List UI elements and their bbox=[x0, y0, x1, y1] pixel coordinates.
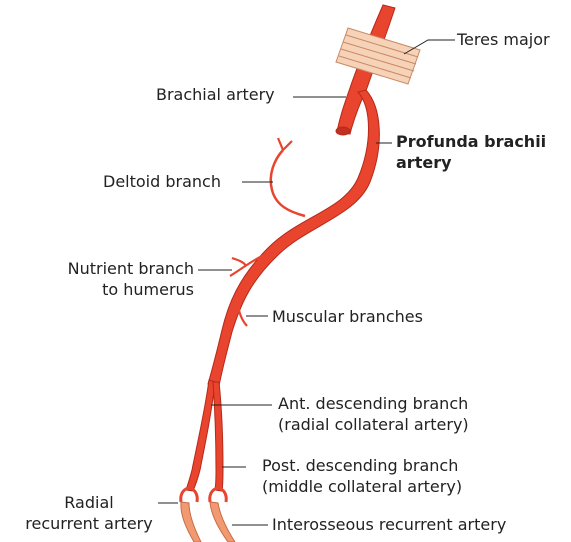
deltoid-branch-shape bbox=[271, 150, 305, 216]
profunda-brachii-artery-shape bbox=[208, 90, 379, 386]
label-brachial-artery: Brachial artery bbox=[156, 84, 275, 105]
posterior-descending-branch-shape bbox=[213, 382, 223, 491]
label-interosseous-recurrent-artery: Interosseous recurrent artery bbox=[272, 514, 506, 535]
label-radial-line1: Radial bbox=[13, 492, 165, 513]
brachial-artery-cut-end bbox=[336, 127, 350, 135]
label-ant-line1: Ant. descending branch bbox=[278, 393, 469, 414]
label-radial-line2: recurrent artery bbox=[13, 513, 165, 534]
label-post-descending-branch: Post. descending branch (middle collater… bbox=[262, 455, 462, 497]
label-profunda-line2: artery bbox=[396, 152, 546, 173]
label-nutrient-line1: Nutrient branch bbox=[48, 258, 194, 279]
label-nutrient-branch: Nutrient branch to humerus bbox=[48, 258, 194, 300]
label-post-line2: (middle collateral artery) bbox=[262, 476, 462, 497]
label-nutrient-line2: to humerus bbox=[48, 279, 194, 300]
label-profunda-brachii-artery: Profunda brachii artery bbox=[396, 131, 546, 173]
label-ant-line2: (radial collateral artery) bbox=[278, 414, 469, 435]
label-radial-recurrent-artery: Radial recurrent artery bbox=[13, 492, 165, 534]
interosseous-recurrent-artery-shape bbox=[210, 502, 235, 542]
label-ant-descending-branch: Ant. descending branch (radial collatera… bbox=[278, 393, 469, 435]
label-deltoid-branch: Deltoid branch bbox=[103, 171, 221, 192]
label-post-line1: Post. descending branch bbox=[262, 455, 462, 476]
radial-recurrent-artery-shape bbox=[181, 502, 201, 542]
label-muscular-branches: Muscular branches bbox=[272, 306, 423, 327]
anterior-descending-branch-shape bbox=[186, 380, 215, 491]
label-teres-major: Teres major bbox=[457, 29, 550, 50]
label-profunda-line1: Profunda brachii bbox=[396, 131, 546, 152]
